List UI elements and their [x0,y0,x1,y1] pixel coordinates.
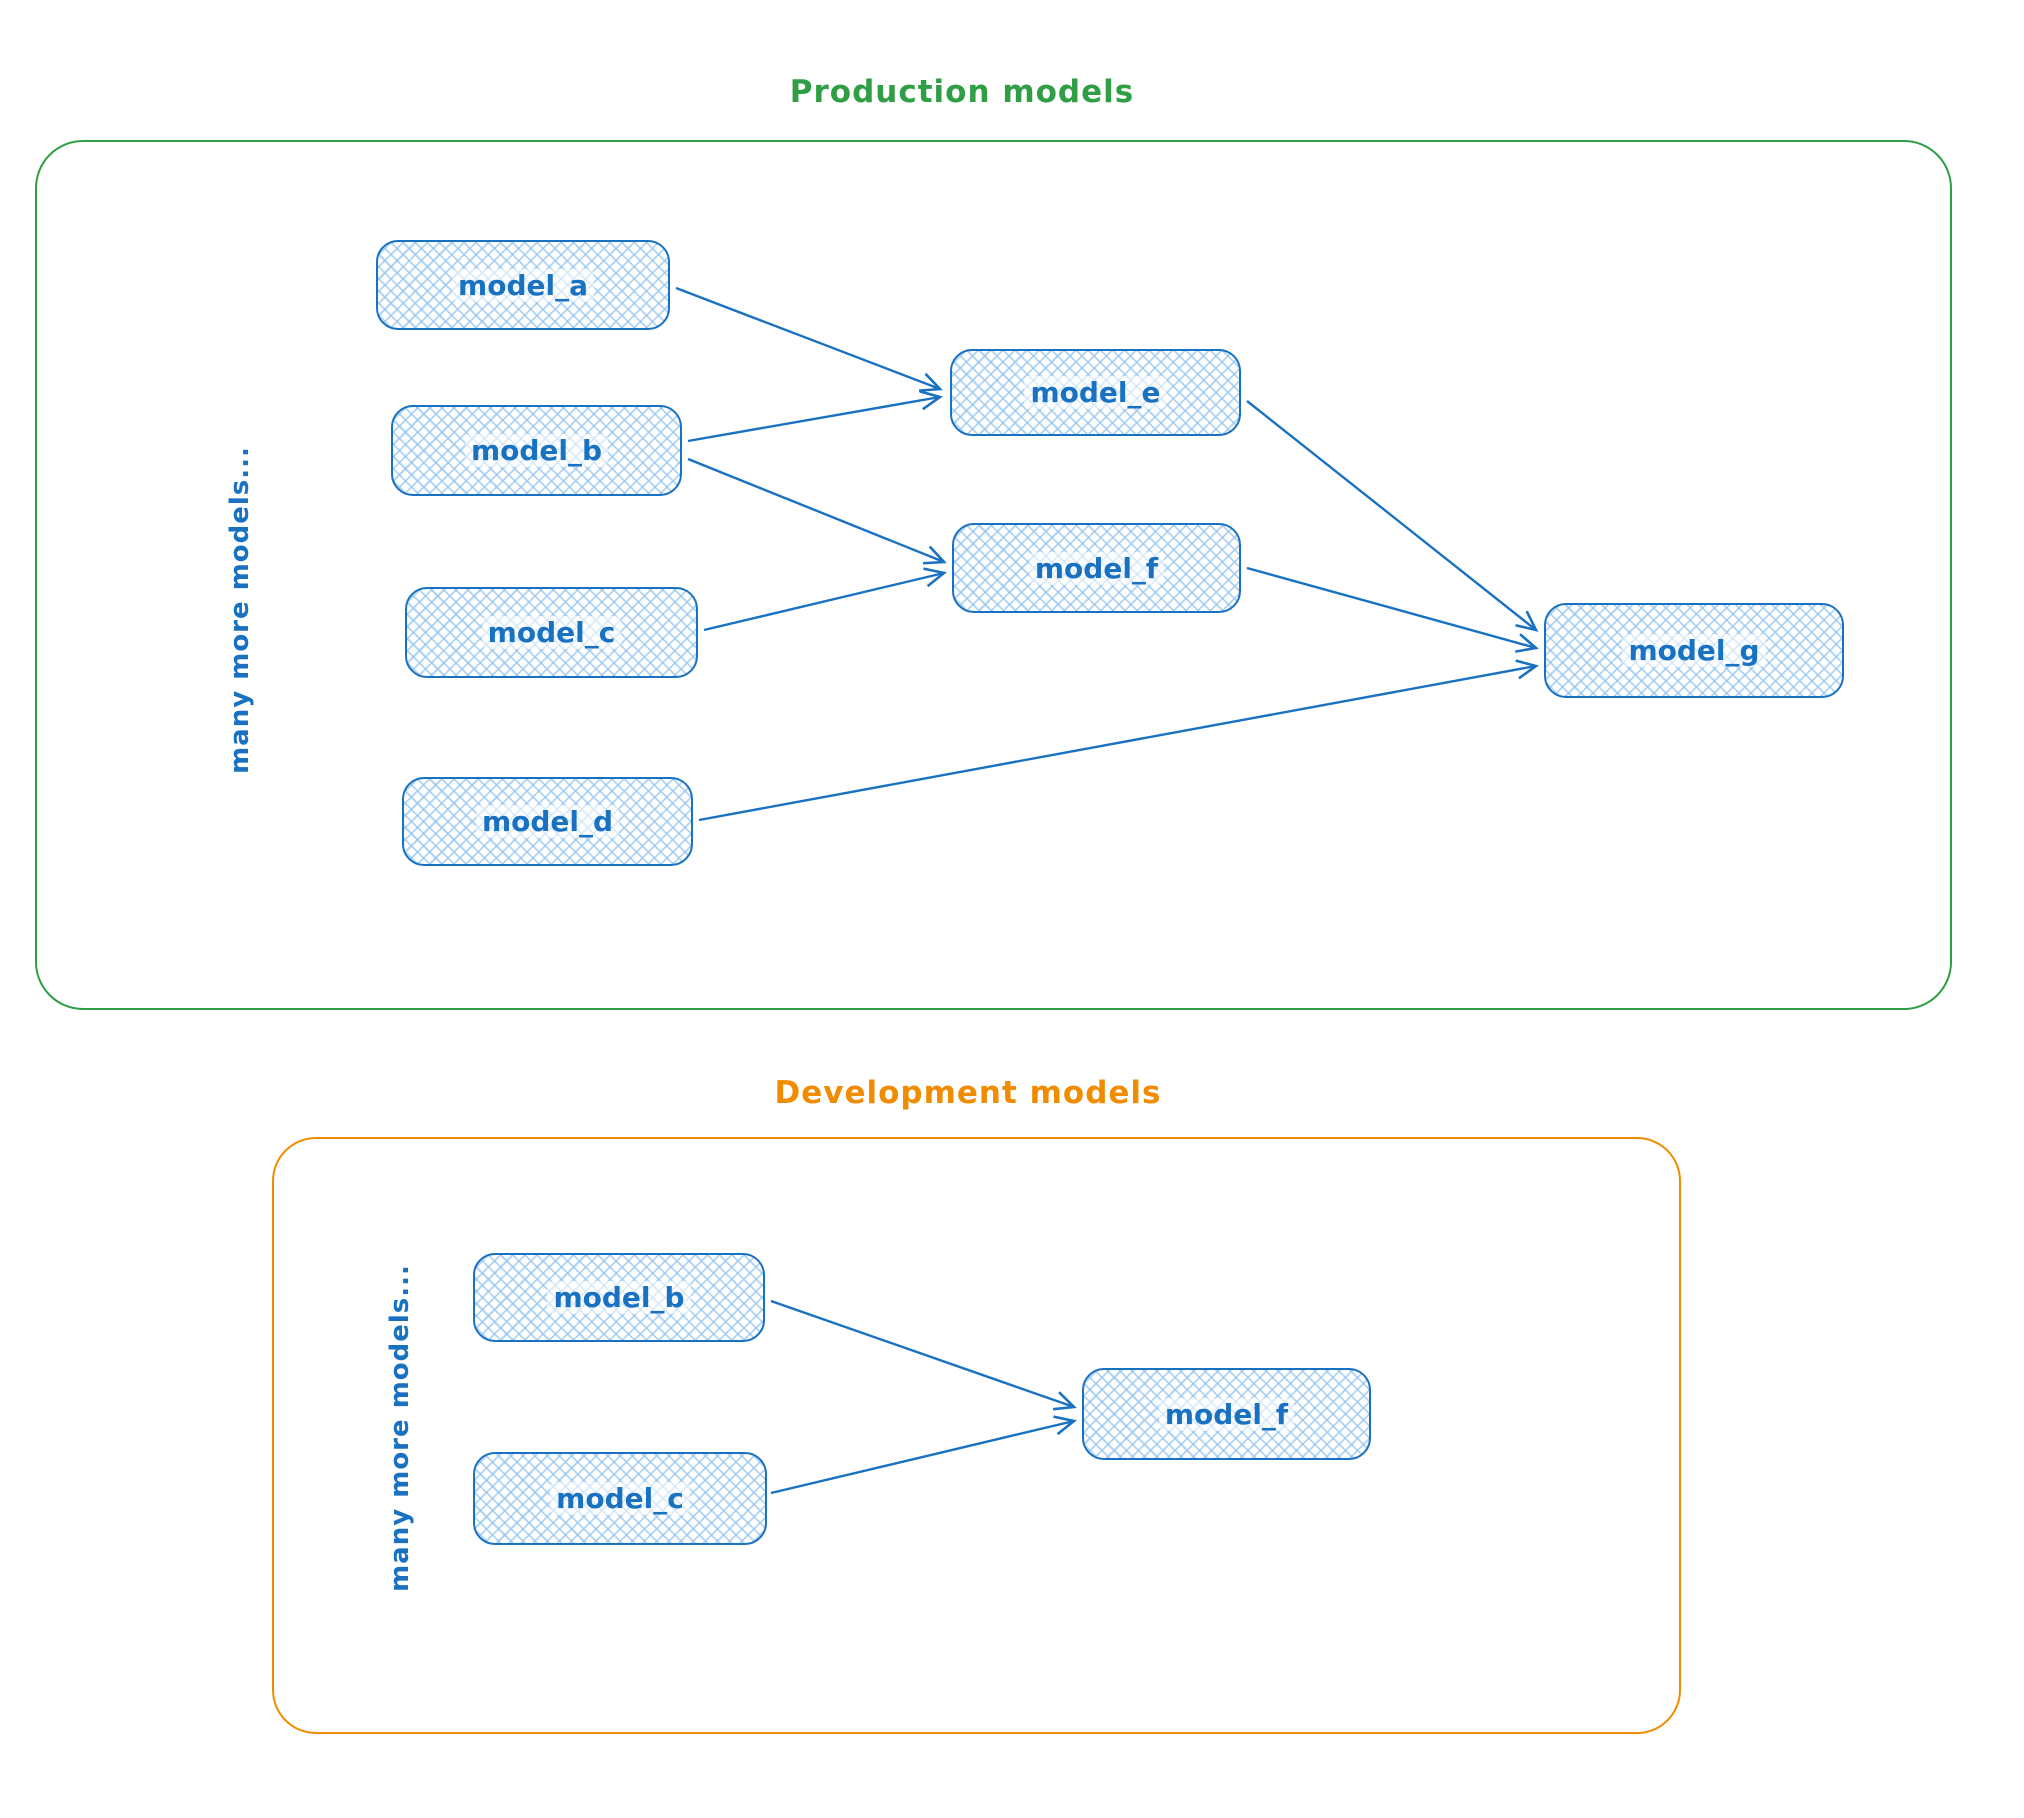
node-label: model_b [464,434,609,467]
node-development-model_f: model_f [1082,1368,1371,1460]
node-production-model_f: model_f [952,523,1241,613]
development-title: Development models [774,1075,1162,1111]
node-production-model_e: model_e [950,349,1241,436]
node-production-model_b: model_b [391,405,682,496]
node-label: model_a [452,268,594,302]
node-production-model_c: model_c [405,587,698,678]
development-side-label: many more models... [385,1264,415,1592]
node-label: model_d [475,805,620,838]
production-side-label: many more models... [225,446,255,774]
node-label: model_f [1158,1397,1295,1431]
node-label: model_f [1028,551,1165,585]
node-production-model_g: model_g [1544,603,1844,698]
production-title: Production models [789,74,1135,110]
node-production-model_a: model_a [376,240,670,330]
node-label: model_e [1024,376,1167,409]
development-container [272,1137,1681,1734]
node-production-model_d: model_d [402,777,693,866]
node-label: model_g [1622,634,1766,667]
node-development-model_c: model_c [473,1452,767,1545]
node-development-model_b: model_b [473,1253,765,1342]
node-label: model_c [550,1482,690,1515]
production-container [35,140,1952,1010]
node-label: model_b [547,1281,691,1314]
node-label: model_c [481,616,622,649]
